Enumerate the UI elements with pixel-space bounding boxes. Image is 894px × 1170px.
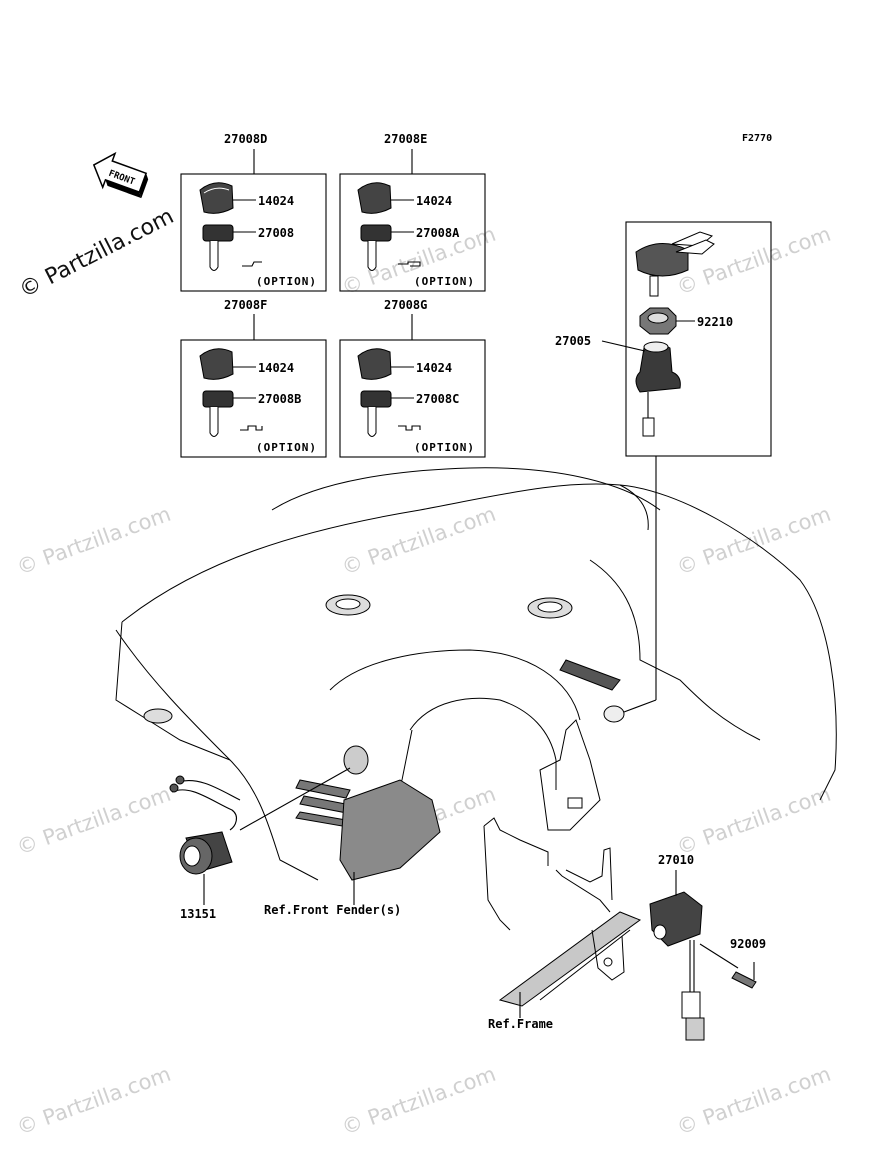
front-fender-body: Ref.Front Fender(s) (115, 467, 837, 917)
switch-hole-icon (603, 705, 625, 723)
option-label: (OPTION) (256, 275, 317, 288)
bolt-part-number: 92009 (730, 937, 766, 951)
watermark: © Partzilla.com (339, 502, 499, 580)
kit-box-27008e: 27008E 14024 27008A (OPTION) (339, 132, 486, 292)
key-cap-icon (357, 182, 392, 214)
key-cap-icon (199, 348, 234, 380)
ref-front-fender: Ref.Front Fender(s) (264, 903, 401, 917)
kit-number: 27008D (224, 132, 267, 146)
option-label: (OPTION) (414, 275, 475, 288)
watermark: © Partzilla.com (674, 502, 834, 580)
grommet-icon (143, 708, 173, 724)
kit-number: 27008F (224, 298, 267, 312)
nut-part-number: 92210 (697, 315, 733, 329)
watermark: © Partzilla.com (339, 1062, 499, 1140)
kit-box-27008d: 27008D 14024 27008 (OPTION) (180, 132, 327, 292)
assembly-part-number: 27005 (555, 334, 591, 348)
kit-number: 27008G (384, 298, 427, 312)
option-label: (OPTION) (414, 441, 475, 454)
key-cap-icon (199, 182, 234, 214)
cap-part-number: 14024 (258, 194, 294, 208)
key-icon (360, 224, 392, 271)
cap-part-number: 14024 (416, 361, 452, 375)
watermark: © Partzilla.com (674, 782, 834, 860)
cap-part-number: 14024 (416, 194, 452, 208)
ignition-key-icon (635, 243, 689, 277)
watermark: © Partzilla.com (14, 502, 174, 580)
key-icon (360, 390, 392, 437)
watermarks: © Partzilla.com © Partzilla.com © Partzi… (14, 222, 834, 1140)
key-icon (202, 390, 234, 437)
watermark: © Partzilla.com (14, 1062, 174, 1140)
front-arrow-icon: FRONT (92, 151, 149, 199)
switch-hole-icon (343, 745, 369, 775)
cap-part-number: 14024 (258, 361, 294, 375)
ignition-assembly: 92210 27005 (555, 221, 772, 713)
key-part-number: 27008A (416, 226, 460, 240)
right-switch-27010: 27010 92009 (649, 853, 766, 1041)
key-part-number: 27008C (416, 392, 459, 406)
left-switch-part-number: 13151 (180, 907, 216, 921)
option-label: (OPTION) (256, 441, 317, 454)
watermark-main: © Partzilla.com (15, 204, 178, 303)
key-icon (202, 224, 234, 271)
watermark: © Partzilla.com (14, 782, 174, 860)
figure-code: F2770 (742, 133, 772, 144)
kit-box-27008f: 27008F 14024 27008B (OPTION) (180, 298, 327, 458)
bolt-icon (731, 971, 757, 989)
key-part-number: 27008B (258, 392, 301, 406)
key-part-number: 27008 (258, 226, 294, 240)
watermark: © Partzilla.com (674, 1062, 834, 1140)
left-switch-13151: 13151 (169, 767, 351, 921)
kit-box-27008g: 27008G 14024 27008C (OPTION) (339, 298, 486, 458)
key-cap-icon (357, 348, 392, 380)
frame: Ref.Frame (483, 817, 642, 1031)
right-switch-part-number: 27010 (658, 853, 694, 867)
ref-frame: Ref.Frame (488, 1017, 553, 1031)
kit-number: 27008E (384, 132, 427, 146)
